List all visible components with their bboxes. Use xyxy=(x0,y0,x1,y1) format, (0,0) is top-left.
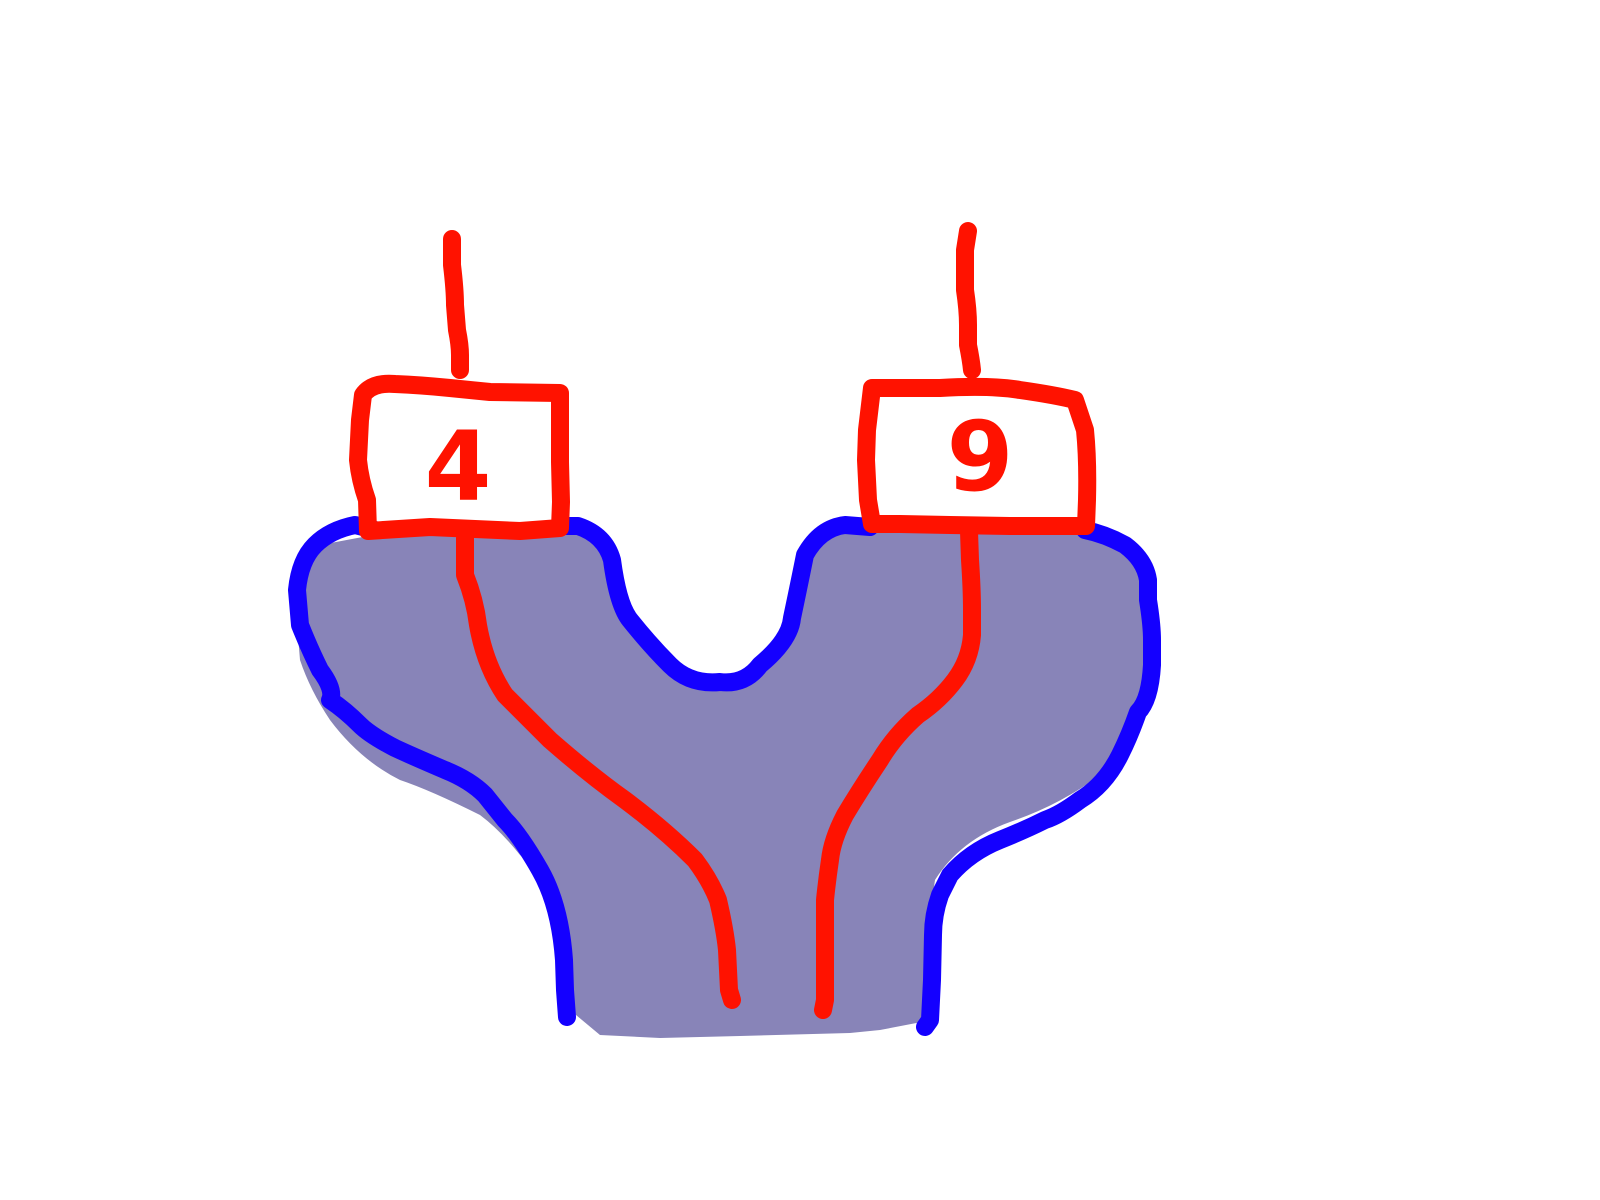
outline-right xyxy=(916,521,1161,1036)
right-body-wire xyxy=(814,522,981,1019)
body-shape xyxy=(295,527,1152,1038)
outline-center-notch xyxy=(551,516,879,692)
left-box-label: 4 xyxy=(425,411,492,523)
left-box xyxy=(349,374,570,540)
right-box-label: 9 xyxy=(947,401,1014,513)
left-top-wire xyxy=(443,230,469,379)
left-body-wire xyxy=(456,529,741,1009)
right-top-wire xyxy=(956,222,981,379)
right-box xyxy=(857,377,1097,535)
outline-left xyxy=(288,516,576,1026)
